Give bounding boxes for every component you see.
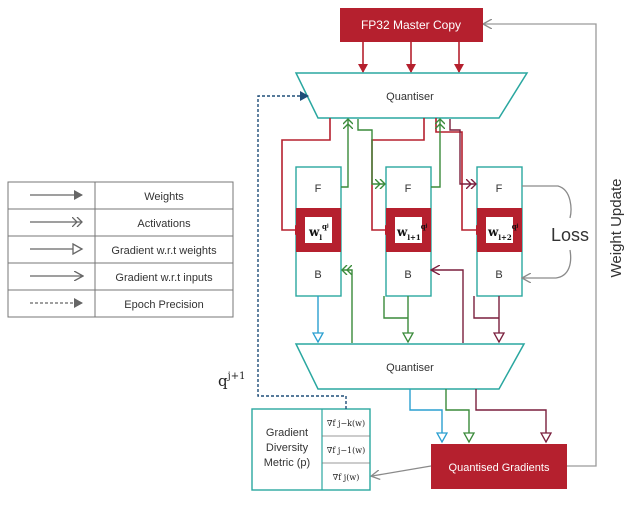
quantised-grad-arrow-1 (409, 389, 442, 442)
metric-entry-3: ∇f j(w) (333, 473, 360, 482)
weight-update-arrow (484, 24, 597, 467)
layer-3-forward: F (496, 183, 503, 195)
grad-weight-link-2 (473, 296, 499, 319)
gradients-to-metric-arrow (372, 465, 432, 476)
legend-gradient-inputs-label: Gradient w.r.t inputs (115, 272, 213, 284)
quantiser-bottom-label: Quantiser (386, 362, 434, 374)
layer-3-weight: wl+2qj (487, 222, 519, 242)
master-copy-label: FP32 Master Copy (361, 18, 461, 32)
quantised-grad-arrow-3 (475, 389, 546, 442)
activation-arrow-in-2 (357, 119, 385, 184)
quantiser-top (294, 72, 529, 119)
legend-epoch-precision-label: Epoch Precision (124, 299, 204, 311)
quantised-grad-arrow-2 (445, 389, 469, 442)
layer-1-forward: F (315, 183, 322, 195)
metric-title-line-3: Metric (p) (264, 457, 310, 469)
layer-2: F B wl+1qj (385, 166, 432, 297)
layer-2-backward: B (404, 269, 411, 281)
metric-entry-2: ∇f j−1(w) (327, 446, 365, 455)
layer-1-weight: wlqj (308, 222, 329, 242)
activation-arrow-out-2 (431, 119, 440, 188)
metric-title-line-2: Diversity (266, 442, 309, 454)
layer-2-forward: F (405, 183, 412, 195)
layer-2-weight: wl+1qj (396, 222, 428, 242)
grad-weight-link-1 (383, 296, 408, 319)
precision-label: qj+1 (218, 371, 245, 390)
quantised-gradients-label: Quantised Gradients (449, 462, 550, 474)
loss-forward-line (522, 185, 572, 219)
layer-1: F B wlqj (295, 166, 342, 297)
metric-entry-1: ∇f j−k(w) (327, 419, 365, 428)
metric-title-line-1: Gradient (266, 427, 308, 439)
layer-3-backward: B (495, 269, 502, 281)
quantiser-bottom (294, 343, 526, 390)
activation-arrow-out-1 (341, 119, 348, 188)
loss-label: Loss (551, 225, 589, 245)
weights-arrow-1 (281, 118, 331, 235)
loss-backward-arrow (523, 249, 572, 278)
master-copy-box (340, 8, 483, 42)
quantiser-top-label: Quantiser (386, 91, 434, 103)
grad-input-arrow-2-to-1 (342, 270, 353, 343)
quantised-gradients-box (431, 444, 567, 489)
gradient-diversity-metric: Gradient Diversity Metric (p) ∇f j−k(w) … (251, 408, 371, 491)
grad-input-arrow-3-to-2 (432, 270, 464, 343)
weight-update-label: Weight Update (608, 179, 625, 278)
epoch-precision-arrow (257, 91, 347, 409)
layer-1-backward: B (314, 269, 321, 281)
layer-3: F B wl+2qj (476, 166, 523, 297)
legend-activations-label: Activations (137, 218, 191, 230)
legend: Weights Activations Gradient w.r.t weigh… (7, 181, 234, 318)
activation-arrow-in-3 (449, 119, 476, 184)
legend-weights-label: Weights (144, 191, 184, 203)
legend-gradient-weights-label: Gradient w.r.t weights (111, 245, 217, 257)
